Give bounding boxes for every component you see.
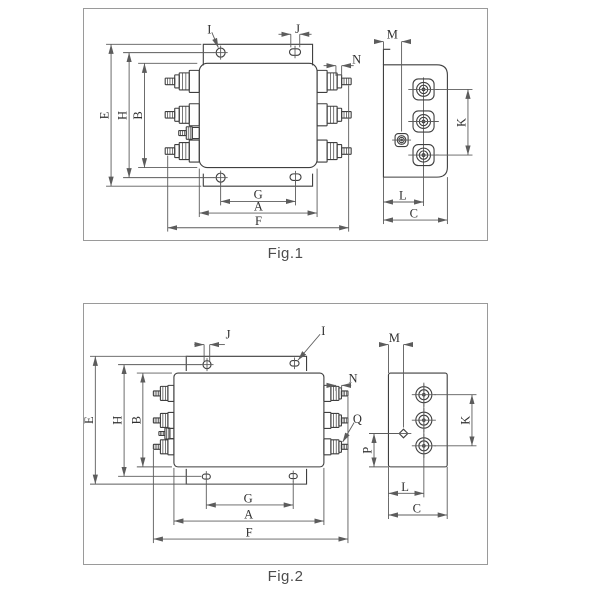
dim-label-F: F xyxy=(255,214,262,228)
terminal-nut xyxy=(330,385,340,401)
dim-label-N: N xyxy=(348,371,357,385)
dim-label-L: L xyxy=(401,480,409,494)
dim-label-A: A xyxy=(244,507,253,521)
terminal-base-block xyxy=(167,384,175,402)
figure2-drawing: J I N Q E HB GAF M K P LC xyxy=(84,324,477,544)
leader-I xyxy=(297,333,321,361)
dim-label-G: G xyxy=(254,188,263,202)
terminal-nut xyxy=(326,141,338,161)
dim-label-P: P xyxy=(361,447,375,454)
terminal-base-block xyxy=(316,103,328,127)
terminal-base-block xyxy=(323,411,332,430)
dim-label-E: E xyxy=(84,416,96,424)
terminal-washer xyxy=(336,143,343,159)
dim-label-B: B xyxy=(131,111,145,119)
terminal-base-block xyxy=(188,139,200,163)
dim-label-H: H xyxy=(111,416,125,425)
terminal-nut xyxy=(164,427,171,440)
terminal-base-block xyxy=(191,126,200,140)
terminal-nut xyxy=(159,385,169,401)
dim-label-H: H xyxy=(116,111,130,120)
figure2-panel: J I N Q E HB GAF M K P LC xyxy=(83,303,488,565)
mounting-flange-bottom-tab xyxy=(185,468,308,485)
dim-label-Q: Q xyxy=(353,412,362,426)
filter-body xyxy=(198,62,318,169)
terminal-nut xyxy=(178,72,190,91)
dim-label-J: J xyxy=(295,22,300,36)
dim-label-L: L xyxy=(399,188,407,202)
dim-label-B: B xyxy=(129,416,143,424)
dim-label-E: E xyxy=(98,111,112,119)
terminal-washer xyxy=(336,107,343,122)
terminal-nut xyxy=(326,105,338,124)
dim-label-I: I xyxy=(207,22,211,36)
mounting-flange-top-tab xyxy=(202,43,314,66)
side-flange-lip xyxy=(382,48,391,65)
dim-label-K: K xyxy=(454,118,468,127)
terminal-base-block xyxy=(316,139,328,163)
dim-label-K: K xyxy=(458,416,472,425)
mounting-flange-top-tab xyxy=(185,355,308,372)
side-body xyxy=(382,64,448,178)
terminal-base-block xyxy=(316,69,328,93)
terminal-washer xyxy=(174,143,180,159)
dim-label-G: G xyxy=(244,491,253,505)
terminal-washer xyxy=(174,107,180,122)
terminal-washer xyxy=(174,74,180,89)
terminal-nut xyxy=(178,105,190,124)
terminal-nut xyxy=(330,439,340,455)
dim-label-C: C xyxy=(413,501,421,515)
dim-label-F: F xyxy=(246,526,253,540)
filter-body xyxy=(173,372,325,468)
dim-label-N: N xyxy=(352,52,361,66)
terminal-washer xyxy=(336,74,343,89)
terminal-base-block xyxy=(167,411,175,430)
dim-label-M: M xyxy=(389,331,400,345)
leader-Q xyxy=(342,422,355,443)
terminal-nut xyxy=(178,141,190,161)
dim-label-M: M xyxy=(387,27,398,41)
dim-label-A: A xyxy=(254,200,263,214)
dim-label-J: J xyxy=(226,328,231,342)
leader-I xyxy=(211,32,219,48)
terminal-nut xyxy=(330,412,340,429)
terminal-base-block xyxy=(188,69,200,93)
terminal-base-block xyxy=(167,438,175,456)
terminal-base-block xyxy=(188,103,200,127)
terminal-base-block xyxy=(169,427,175,440)
side-body xyxy=(387,372,448,468)
dim-label-C: C xyxy=(410,207,418,221)
terminal-base-block xyxy=(323,438,332,456)
terminal-base-block xyxy=(323,384,332,402)
figure1-caption: Fig.1 xyxy=(267,245,304,262)
terminal-nut xyxy=(159,439,169,455)
dim-label-I: I xyxy=(321,324,325,338)
figure2-caption: Fig.2 xyxy=(267,568,304,585)
terminal-nut xyxy=(159,412,169,429)
mounting-flange-bottom-tab xyxy=(202,173,314,187)
terminal-nut xyxy=(185,126,193,140)
ground-bolt xyxy=(398,428,409,439)
